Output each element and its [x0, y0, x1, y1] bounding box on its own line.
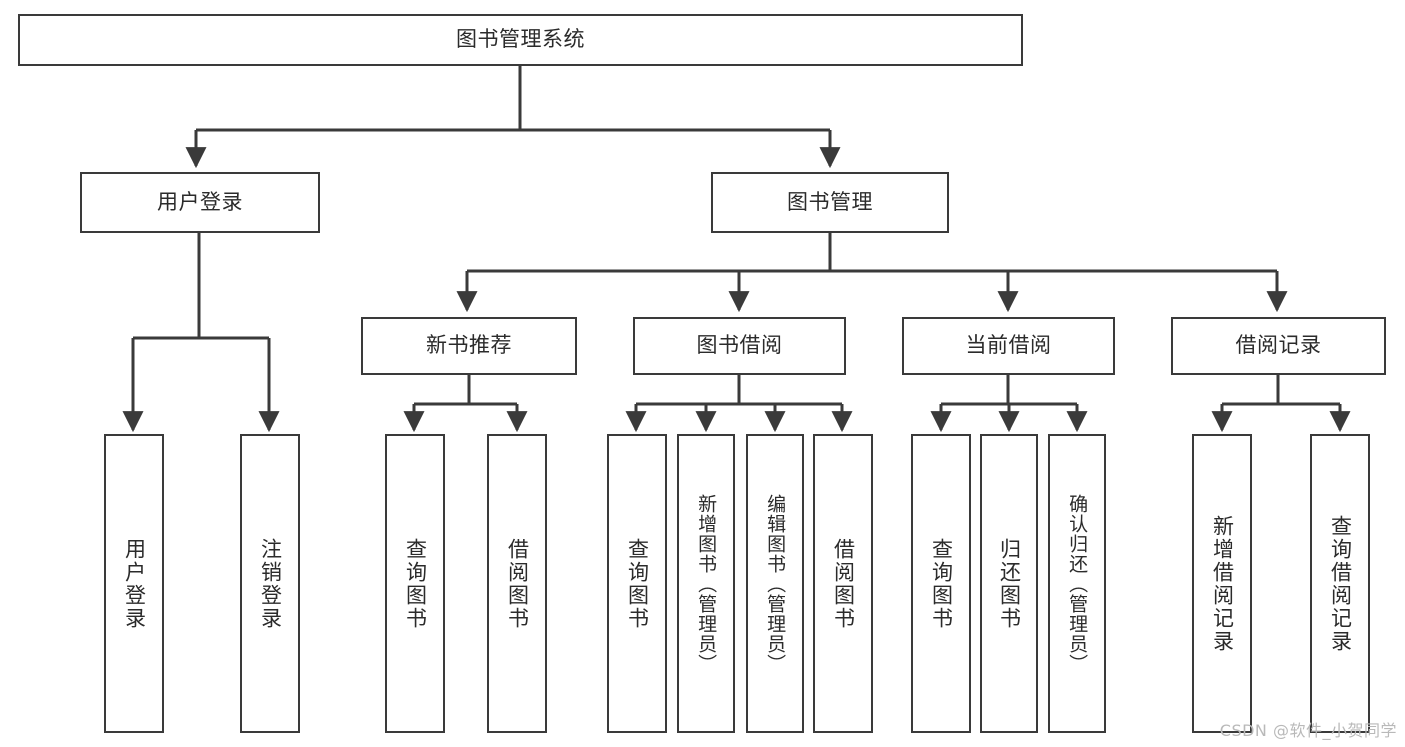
node-leaf-borrow-book[interactable]: 借阅图书: [813, 434, 873, 733]
node-leaf-add-record[interactable]: 新增借阅记录: [1192, 434, 1252, 733]
node-leaf-logout-login-label: 注销登录: [258, 537, 283, 630]
node-leaf-query-book-current[interactable]: 查询图书: [911, 434, 971, 733]
node-leaf-query-book-borrow[interactable]: 查询图书: [607, 434, 667, 733]
node-leaf-borrow-book-label: 借阅图书: [831, 537, 856, 630]
node-leaf-query-record[interactable]: 查询借阅记录: [1310, 434, 1370, 733]
node-book-manage[interactable]: 图书管理: [711, 172, 949, 233]
node-user-login-label: 用户登录: [157, 189, 243, 214]
node-leaf-query-book-rec[interactable]: 查询图书: [385, 434, 445, 733]
node-leaf-return-book-label: 归还图书: [997, 537, 1022, 630]
node-new-book-recommend-label: 新书推荐: [426, 333, 512, 358]
node-leaf-confirm-return-label: 确认归还（管理员）: [1066, 493, 1089, 674]
node-book-manage-label: 图书管理: [787, 189, 873, 214]
node-leaf-add-record-label: 新增借阅记录: [1210, 514, 1235, 653]
node-leaf-add-book[interactable]: 新增图书（管理员）: [677, 434, 735, 733]
node-leaf-return-book[interactable]: 归还图书: [980, 434, 1038, 733]
node-book-borrow-label: 图书借阅: [696, 333, 783, 358]
node-leaf-edit-book[interactable]: 编辑图书（管理员）: [746, 434, 804, 733]
node-leaf-add-book-label: 新增图书（管理员）: [695, 493, 718, 674]
node-book-borrow[interactable]: 图书借阅: [633, 317, 846, 375]
node-current-borrow[interactable]: 当前借阅: [902, 317, 1115, 375]
node-leaf-edit-book-label: 编辑图书（管理员）: [764, 493, 787, 674]
node-leaf-query-record-label: 查询借阅记录: [1328, 514, 1353, 653]
csdn-watermark: CSDN @软件_小贺同学: [1219, 721, 1397, 740]
node-leaf-borrow-book-rec[interactable]: 借阅图书: [487, 434, 547, 733]
node-current-borrow-label: 当前借阅: [965, 333, 1052, 358]
node-leaf-user-login-label: 用户登录: [122, 537, 147, 630]
node-leaf-user-login[interactable]: 用户登录: [104, 434, 164, 733]
node-user-login[interactable]: 用户登录: [80, 172, 320, 233]
node-leaf-query-book-rec-label: 查询图书: [403, 537, 428, 630]
node-leaf-confirm-return[interactable]: 确认归还（管理员）: [1048, 434, 1106, 733]
node-root[interactable]: 图书管理系统: [18, 14, 1023, 66]
node-borrow-record[interactable]: 借阅记录: [1171, 317, 1386, 375]
node-leaf-query-book-current-label: 查询图书: [929, 537, 954, 630]
node-root-label: 图书管理系统: [456, 27, 585, 52]
node-leaf-borrow-book-rec-label: 借阅图书: [505, 537, 530, 630]
node-new-book-recommend[interactable]: 新书推荐: [361, 317, 577, 375]
node-leaf-logout-login[interactable]: 注销登录: [240, 434, 300, 733]
node-borrow-record-label: 借阅记录: [1235, 333, 1322, 358]
node-leaf-query-book-borrow-label: 查询图书: [625, 537, 650, 630]
